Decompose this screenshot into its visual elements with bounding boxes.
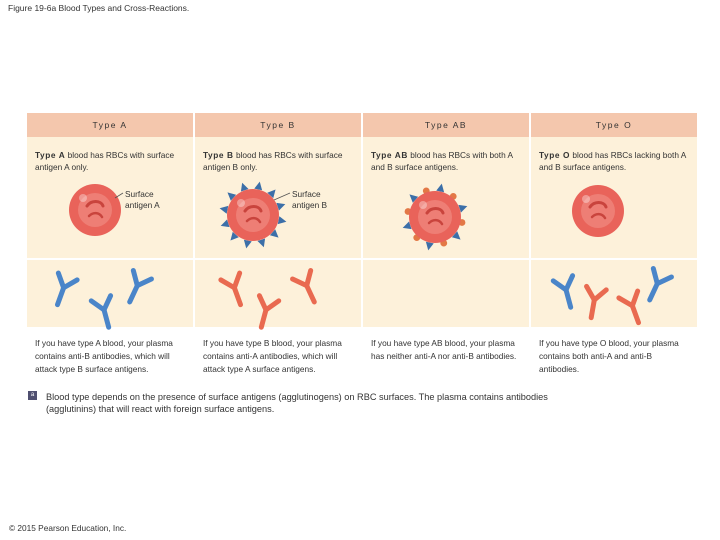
- rbc-type-o: [572, 185, 624, 237]
- desc-type-b: Type B blood has RBCs with surface antig…: [203, 150, 343, 172]
- desc-type-a: Type A blood has RBCs with surface antig…: [35, 150, 175, 172]
- column-type-o: Type O Type O blood has RBCs lacking bot…: [531, 113, 697, 385]
- anti-a-and-anti-b-antibodies: [550, 266, 674, 326]
- antigen-b-marker: [220, 219, 230, 228]
- column-type-a: Type A Type A blood has RBCs with surfac…: [27, 113, 193, 385]
- antibody-panel-type-a: [27, 260, 193, 330]
- antibody-icon: [54, 270, 80, 308]
- antibody-icon: [550, 273, 576, 310]
- antigen-b-marker: [269, 229, 279, 238]
- caption-type-o: If you have type O blood, your plasma co…: [539, 338, 679, 374]
- antigen-b-marker: [436, 183, 445, 193]
- antigen-b-marker: [267, 189, 276, 199]
- rbc-type-b: [219, 181, 291, 249]
- header-type-b: Type B: [195, 113, 361, 137]
- antibody-panel-type-b: [195, 260, 361, 330]
- column-type-ab: Type AB Type AB blood has RBCs with both…: [363, 113, 529, 385]
- panel-type-b: Type B blood has RBCs with surface antig…: [195, 137, 361, 258]
- figure-title: Figure 19-6a Blood Types and Cross-React…: [8, 3, 190, 13]
- header-type-o: Type O: [531, 113, 697, 137]
- caption-type-ab: If you have type AB blood, your plasma h…: [371, 338, 517, 361]
- header-type-ab: Type AB: [363, 113, 529, 137]
- antibody-icon: [647, 266, 674, 303]
- antigen-b-marker: [230, 231, 239, 241]
- antibody-icon: [88, 293, 114, 330]
- antigen-b-marker: [254, 181, 263, 191]
- blood-type-grid: Type A Type A blood has RBCs with surfac…: [27, 113, 720, 385]
- antigen-b-marker: [240, 182, 249, 192]
- panel-type-a: Type A blood has RBCs with surface antig…: [27, 137, 193, 258]
- rbc-type-ab: [402, 183, 468, 251]
- caption-type-a: If you have type A blood, your plasma co…: [35, 338, 173, 374]
- antibody-panel-type-o: [531, 260, 697, 327]
- copyright: © 2015 Pearson Education, Inc.: [9, 523, 127, 533]
- antibody-icon: [218, 270, 244, 308]
- antibody-panel-type-ab: [363, 260, 529, 327]
- panel-type-o: Type O blood has RBCs lacking both A and…: [531, 137, 697, 258]
- antigen-b-marker: [425, 241, 434, 251]
- antigen-b-marker: [277, 216, 287, 225]
- antigen-b-marker: [243, 239, 252, 249]
- panel-type-ab: Type AB blood has RBCs with both A and B…: [363, 137, 529, 258]
- label-surface-antigen-a: Surface antigen A: [125, 189, 160, 210]
- antibody-icon: [584, 283, 609, 321]
- antibody-icon: [127, 268, 154, 305]
- antibody-icon: [256, 293, 282, 330]
- desc-type-o: Type O blood has RBCs lacking both A and…: [539, 150, 686, 172]
- anti-a-antibodies: [218, 268, 317, 330]
- antigen-b-marker: [409, 194, 419, 203]
- antibody-icon: [616, 288, 642, 326]
- antigen-b-marker: [402, 221, 412, 230]
- figure-note: Blood type depends on the presence of su…: [46, 392, 548, 414]
- caption-type-b: If you have type B blood, your plasma co…: [203, 338, 342, 374]
- antigen-b-marker: [227, 192, 237, 201]
- header-type-a: Type A: [27, 113, 193, 137]
- panel-letter-badge: a: [28, 391, 37, 400]
- label-surface-antigen-b: Surface antigen B: [292, 189, 328, 210]
- antigen-b-marker: [219, 205, 229, 214]
- desc-type-ab: Type AB blood has RBCs with both A and B…: [371, 150, 513, 172]
- rbc-type-a: [69, 184, 124, 236]
- column-type-b: Type B Type B blood has RBCs with surfac…: [195, 113, 361, 385]
- anti-b-antibodies: [54, 268, 154, 330]
- antigen-b-marker: [276, 202, 286, 211]
- antigen-b-marker: [458, 204, 468, 213]
- antigen-b-marker: [257, 238, 266, 248]
- antigen-b-marker: [451, 231, 461, 240]
- antibody-icon: [290, 268, 317, 305]
